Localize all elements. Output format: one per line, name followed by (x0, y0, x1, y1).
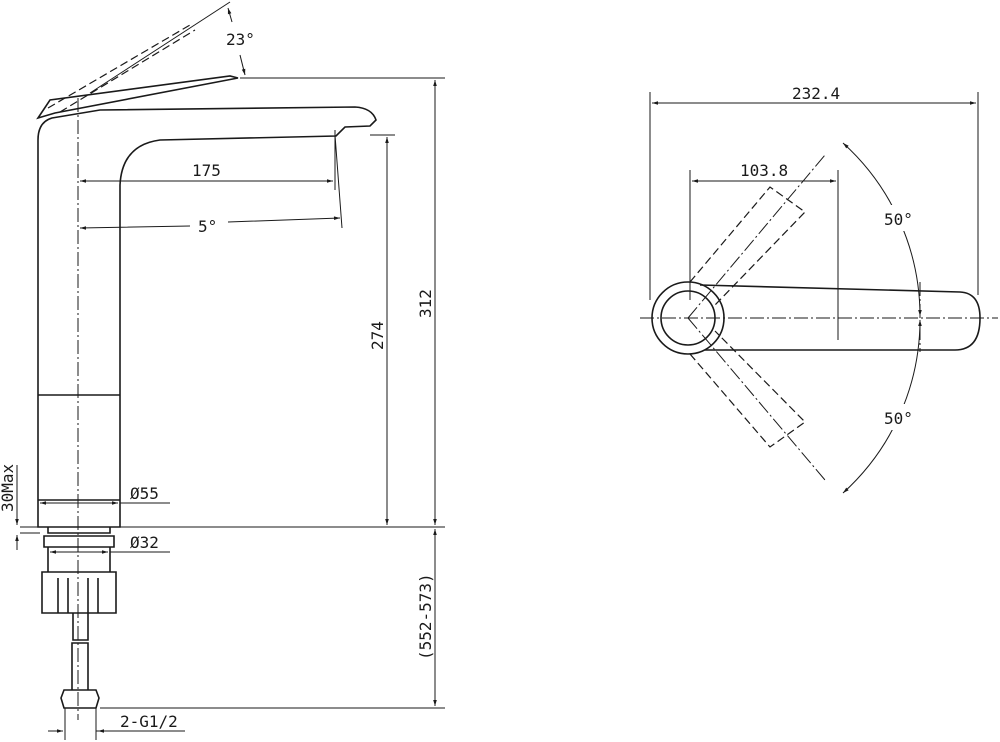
hose-length-label: (552-573) (416, 573, 435, 660)
body-diameter-label: Ø55 (130, 484, 159, 503)
total-height-label: 312 (416, 289, 435, 318)
handle-length-label: 103.8 (740, 161, 788, 180)
spout-angle-label: 5° (198, 217, 217, 236)
side-view: 23° 175 5° 274 312 (552-573) Ø55 Ø32 30M… (0, 1, 445, 740)
total-length-label: 232.4 (792, 84, 840, 103)
rotation-up-label: 50° (884, 210, 913, 229)
top-view: 232.4 103.8 50° 50° (640, 84, 998, 494)
hose-connection-label: 2-G1/2 (120, 712, 178, 731)
faucet-body (37, 106, 377, 528)
spout-height-label: 274 (368, 321, 387, 350)
handle-rotated-down (689, 330, 806, 448)
handle-raised (47, 24, 196, 113)
thread-diameter-label: Ø32 (130, 533, 159, 552)
max-thickness-label: 30Max (0, 463, 17, 512)
handle (36, 75, 239, 120)
handle-angle-label: 23° (226, 30, 255, 49)
rotation-down-label: 50° (884, 409, 913, 428)
spout-reach-label: 175 (192, 161, 221, 180)
